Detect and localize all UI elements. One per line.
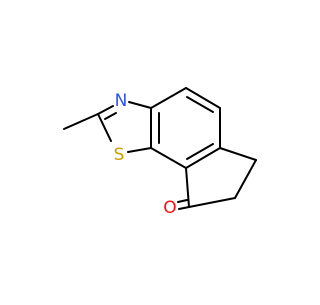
bond-c8-c8a [185, 167, 190, 208]
bond-c5a-c6 [219, 147, 257, 161]
structure-diagram: N S O [63, 87, 257, 218]
bond-c5a-c8a-inner [186, 143, 214, 160]
bond-c2-s1 [97, 113, 112, 142]
bond-c2-n3 [97, 105, 114, 115]
bond-c4-c5-inner [186, 96, 214, 113]
bond-s1-c7a [127, 147, 152, 153]
atom-nitrogen: N [115, 91, 128, 111]
bond-c2-n3-second [104, 112, 117, 120]
bond-c4-c5 [185, 87, 221, 109]
bond-c7-c8 [188, 197, 236, 208]
molecule-drawing: N S O [63, 87, 257, 218]
bond-c5a-c8a [185, 147, 221, 169]
bond-c3a-c4 [150, 87, 187, 109]
atom-oxygen: O [163, 198, 176, 218]
bond-methyl [63, 113, 99, 130]
bond-lines [63, 87, 257, 208]
carbonyl-bond [177, 199, 190, 210]
bond-c8a-c7a [150, 147, 187, 169]
bond-carbonyl-2 [177, 199, 188, 203]
atom-sulfur: S [114, 145, 125, 165]
bond-c6-c7 [234, 159, 257, 199]
bond-n3-c3a [128, 101, 152, 109]
bond-carbonyl-1 [178, 206, 190, 210]
